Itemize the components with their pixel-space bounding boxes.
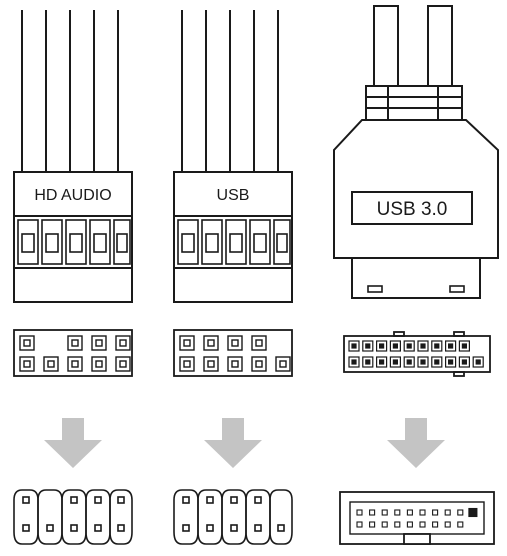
pin — [457, 509, 464, 516]
hd-audio-header-icon — [13, 489, 133, 545]
usb-connector-icon: USB — [173, 10, 293, 303]
pin — [434, 343, 440, 349]
pin — [458, 340, 470, 352]
pin — [448, 359, 454, 365]
pin — [458, 356, 470, 368]
pin — [403, 340, 415, 352]
hd-audio-housing — [13, 171, 133, 303]
pin — [445, 340, 457, 352]
pin — [417, 356, 429, 368]
pin — [419, 521, 426, 528]
usb3-connector-icon: USB 3.0 — [333, 5, 499, 299]
pin — [431, 340, 443, 352]
usb3-header-icon — [339, 491, 495, 545]
usb3-cable-left — [373, 5, 399, 87]
pin — [356, 509, 363, 516]
usb-slots — [177, 219, 291, 265]
hd-audio-connector-icon: HD AUDIO — [13, 10, 133, 303]
usb-pinout — [173, 329, 293, 377]
pin — [406, 359, 412, 365]
pin — [389, 356, 401, 368]
pin — [445, 356, 457, 368]
pin — [461, 343, 467, 349]
pin — [419, 509, 426, 516]
pin — [362, 356, 374, 368]
down-arrow-icon — [387, 418, 445, 468]
pin — [379, 359, 385, 365]
pin — [448, 343, 454, 349]
pin — [369, 509, 376, 516]
down-arrow-icon — [204, 418, 262, 468]
pin — [389, 340, 401, 352]
usb3-label: USB 3.0 — [377, 199, 448, 220]
pin — [365, 343, 371, 349]
pin — [348, 340, 360, 352]
usb3-plug — [351, 257, 481, 299]
usb3-body — [333, 119, 499, 259]
pin — [403, 356, 415, 368]
pin — [369, 521, 376, 528]
pin — [406, 343, 412, 349]
pin — [376, 356, 388, 368]
usb-header-icon — [173, 489, 293, 545]
usb-housing — [173, 171, 293, 303]
hd-audio-pinout — [13, 329, 133, 377]
pin — [392, 359, 398, 365]
pin — [376, 340, 388, 352]
pin — [432, 509, 439, 516]
arrows — [44, 418, 445, 468]
usb-label: USB — [217, 187, 250, 204]
pin — [362, 340, 374, 352]
pin — [417, 340, 429, 352]
pin — [351, 343, 357, 349]
pin — [472, 356, 484, 368]
pin — [431, 356, 443, 368]
pin — [468, 507, 478, 518]
pin — [381, 521, 388, 528]
pin — [406, 509, 413, 516]
hd-audio-wires — [21, 10, 119, 172]
pin — [351, 359, 357, 365]
usb3-pinout — [343, 331, 491, 377]
pin — [461, 359, 467, 365]
pin — [394, 509, 401, 516]
hd-audio-slots — [17, 219, 131, 265]
pin — [381, 509, 388, 516]
down-arrow-icon — [44, 418, 102, 468]
pin — [356, 521, 363, 528]
pin — [392, 343, 398, 349]
usb3-label-box — [351, 191, 473, 225]
usb-wires — [181, 10, 279, 172]
pin — [432, 521, 439, 528]
pin — [434, 359, 440, 365]
usb3-cable-right — [427, 5, 453, 87]
pin — [444, 509, 451, 516]
pin — [379, 343, 385, 349]
usb3-strain-relief — [365, 85, 463, 121]
pin — [457, 521, 464, 528]
pin — [420, 343, 426, 349]
pin — [444, 521, 451, 528]
pin — [475, 359, 481, 365]
hd-audio-label: HD AUDIO — [34, 187, 111, 204]
pin — [365, 359, 371, 365]
pin — [406, 521, 413, 528]
pin — [420, 359, 426, 365]
pin — [394, 521, 401, 528]
pin — [348, 356, 360, 368]
